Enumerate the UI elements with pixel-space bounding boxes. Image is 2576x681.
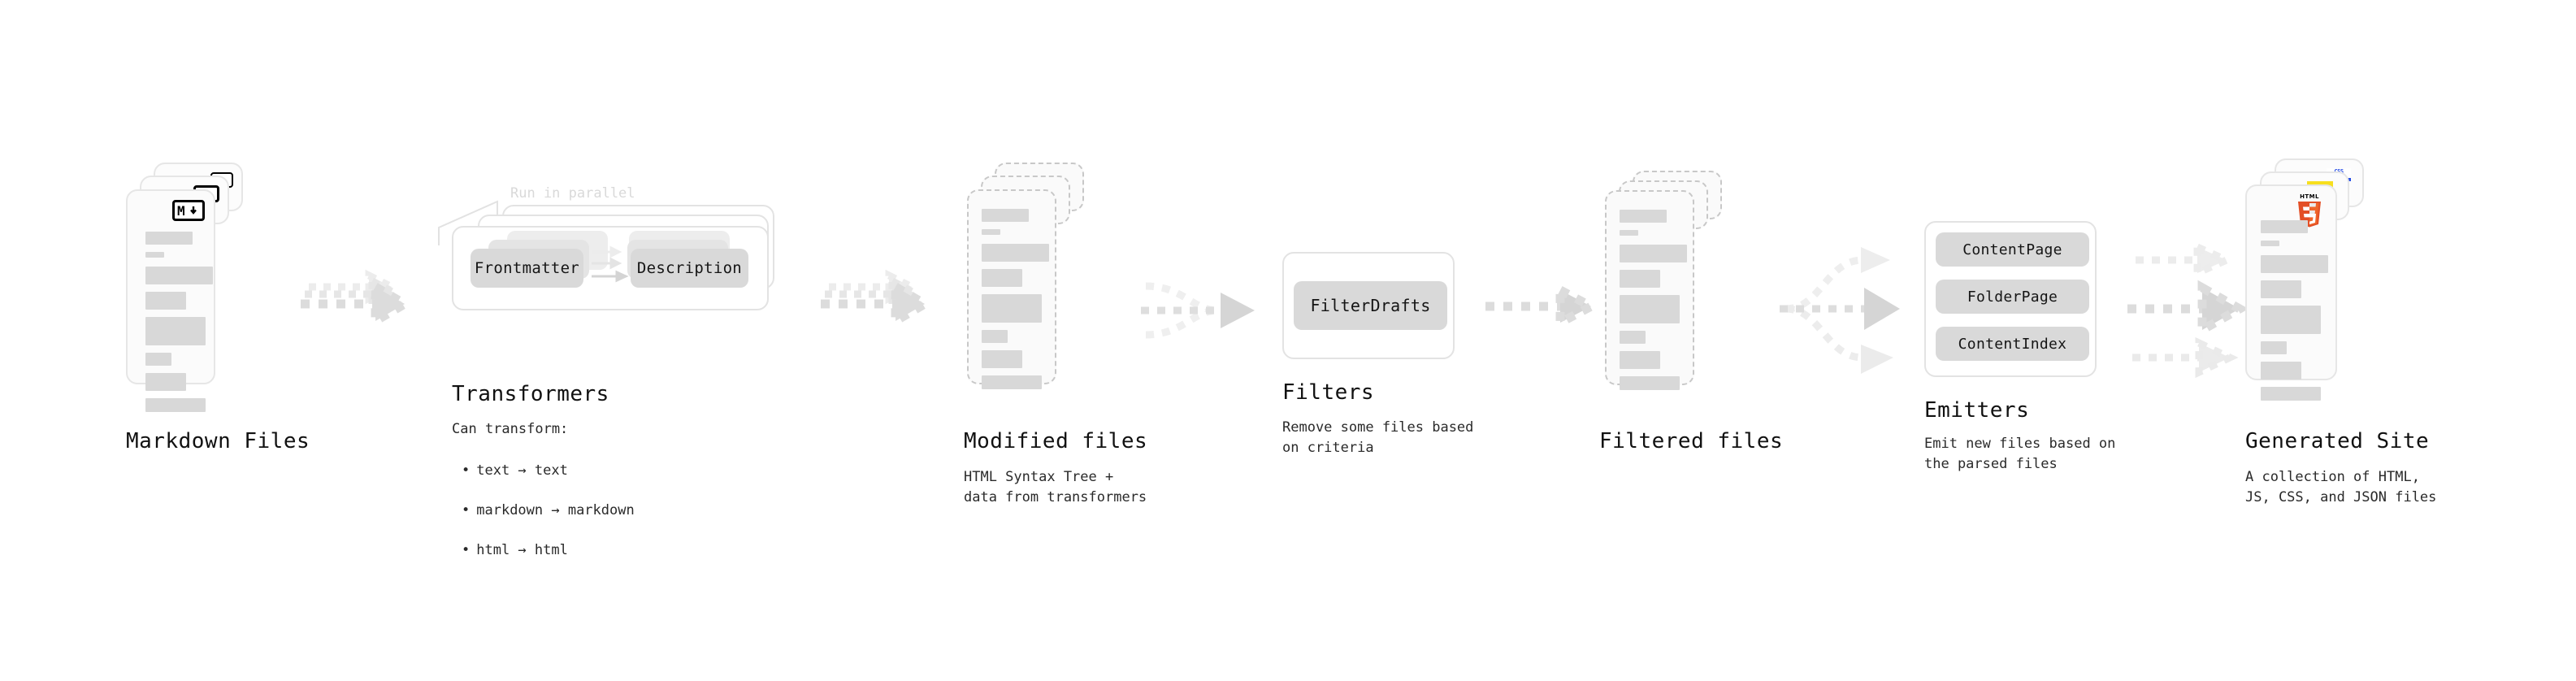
content-bar xyxy=(145,353,171,366)
svg-text:M: M xyxy=(177,205,185,217)
content-bar xyxy=(982,209,1029,222)
content-bar xyxy=(2261,280,2301,298)
modified-file-content xyxy=(982,209,1049,397)
transformers-bullet-item: markdown → markdown xyxy=(462,501,634,521)
stage-desc-generated-site: A collection of HTML, JS, CSS, and JSON … xyxy=(2245,469,2437,505)
arrow-modified-to-filters xyxy=(1141,282,1255,339)
generated-file-card-html: HTML xyxy=(2245,184,2337,401)
content-bar xyxy=(2261,362,2301,380)
transformer-pill-description[interactable]: Description xyxy=(631,249,748,288)
emitters-pill-contentindex[interactable]: ContentIndex xyxy=(1936,327,2089,361)
content-bar xyxy=(1620,230,1638,236)
content-bar xyxy=(1620,376,1680,390)
content-bar xyxy=(982,229,1000,235)
stage-title-markdown-files: Markdown Files xyxy=(126,429,310,453)
stage-desc-filters: Remove some files based on criteria xyxy=(1282,419,1474,456)
content-bar xyxy=(145,252,164,258)
filtered-file-card-front xyxy=(1605,190,1694,390)
stage-title-modified-files: Modified files xyxy=(964,429,1148,453)
content-bar xyxy=(2261,387,2321,401)
emitters-pill-folderpage[interactable]: FolderPage xyxy=(1936,280,2089,314)
arrow-transformers-to-modified xyxy=(821,269,934,329)
arrow-filtered-to-emitters xyxy=(1780,247,1900,374)
content-bar xyxy=(982,294,1042,323)
filters-pill-filterdrafts[interactable]: FilterDrafts xyxy=(1294,281,1447,330)
transformers-bullet-item: text → text xyxy=(462,461,635,481)
run-in-parallel-label: Run in parallel xyxy=(510,185,635,202)
stage-title-generated-site: Generated Site xyxy=(2245,429,2430,453)
content-bar xyxy=(145,292,186,310)
content-bar xyxy=(145,232,193,245)
stage-desc-transformers: Can transform: xyxy=(452,421,569,437)
content-bar xyxy=(2261,255,2328,273)
modified-file-card-front xyxy=(967,189,1056,389)
markdown-icon: M xyxy=(172,200,205,221)
content-bar xyxy=(1620,351,1660,369)
arrow-filters-to-filtered xyxy=(1485,282,1601,331)
content-bar xyxy=(2261,341,2287,354)
stage-title-filtered-files: Filtered files xyxy=(1599,429,1784,453)
content-bar xyxy=(1620,245,1687,262)
markdown-file-content xyxy=(145,232,213,419)
stage-desc-modified-files: HTML Syntax Tree + data from transformer… xyxy=(964,469,1147,505)
stage-desc-emitters: Emit new files based on the parsed files xyxy=(1924,436,2116,472)
markdown-file-card-front: M xyxy=(126,189,215,412)
arrow-markdown-to-transformers xyxy=(301,269,414,329)
stage-title-emitters: Emitters xyxy=(1924,398,2030,423)
emitters-pill-contentpage[interactable]: ContentPage xyxy=(1936,232,2089,267)
transformer-inner-arrows xyxy=(592,245,629,283)
content-bar xyxy=(2261,306,2321,334)
content-bar xyxy=(982,330,1008,343)
stage-title-filters: Filters xyxy=(1282,380,1375,405)
run-in-parallel-bracket xyxy=(438,200,498,245)
content-bar xyxy=(1620,210,1667,223)
content-bar xyxy=(982,244,1049,262)
content-bar xyxy=(1620,295,1680,323)
content-bar xyxy=(145,317,206,345)
generated-file-content xyxy=(2261,220,2328,408)
content-bar xyxy=(145,398,206,412)
svg-text:HTML: HTML xyxy=(2300,193,2319,200)
content-bar xyxy=(1620,331,1646,344)
arrow-emitters-to-site xyxy=(2127,241,2249,379)
content-bar xyxy=(1620,270,1660,288)
content-bar xyxy=(982,269,1022,287)
content-bar xyxy=(2261,241,2279,246)
content-bar xyxy=(2261,220,2308,233)
content-bar xyxy=(145,373,186,391)
content-bar xyxy=(982,375,1042,389)
stage-title-transformers: Transformers xyxy=(452,382,609,406)
transformers-bullet-item: html → html xyxy=(462,540,635,561)
filtered-file-content xyxy=(1620,210,1687,397)
transformer-pill-frontmatter[interactable]: Frontmatter xyxy=(471,249,583,288)
content-bar xyxy=(982,350,1022,368)
content-bar xyxy=(145,267,213,284)
transformers-bullets: text → text markdown → markdown html → h… xyxy=(462,440,635,580)
